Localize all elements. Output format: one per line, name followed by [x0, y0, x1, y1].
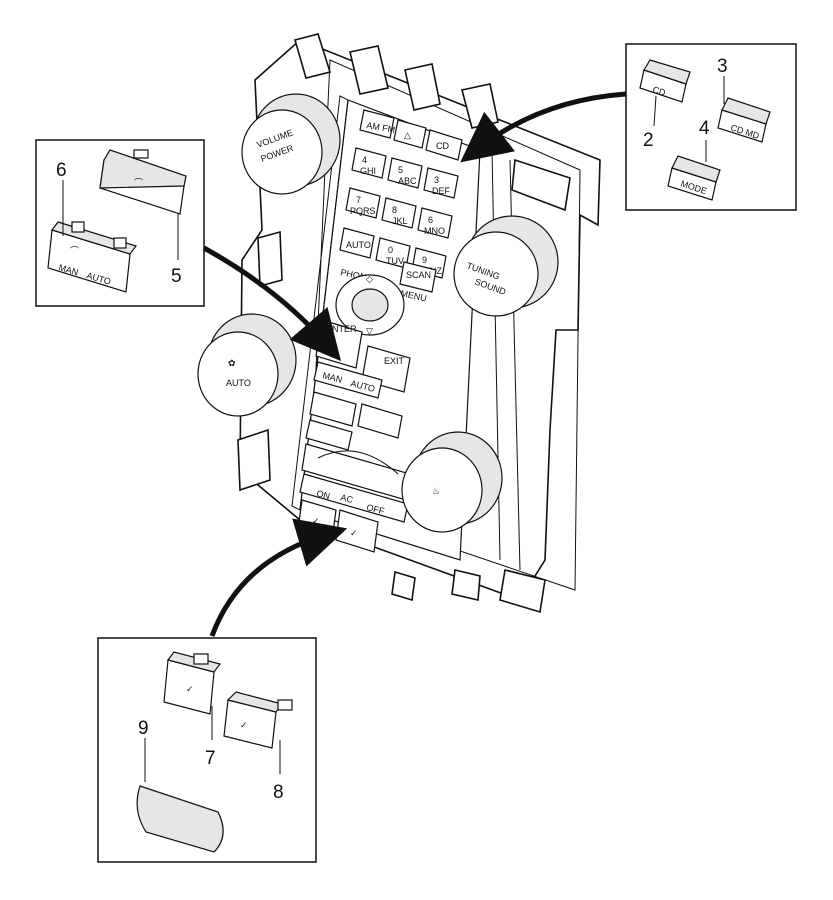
callout-8: 8: [273, 782, 284, 803]
inset-seat-heat-buttons: ✓ 7 ✓ 8 9: [97, 637, 317, 863]
callout-4: 4: [699, 118, 710, 139]
svg-text:6: 6: [428, 215, 433, 225]
inset-climate-buttons: ⌒ 5 ⌒ MAN AUTO 6: [35, 139, 205, 307]
enter-label: ENTER: [326, 324, 357, 334]
svg-text:✓: ✓: [186, 684, 194, 694]
off-label: OFF: [366, 502, 386, 516]
scan-label: SCAN: [406, 270, 431, 280]
keypad: AM FM △ CD 4 GHI 5 ABC 3 DEF 7 PQRS 8 JK…: [339, 109, 463, 303]
svg-text:7: 7: [356, 195, 361, 205]
control-panel-assembly: AM FM △ CD 4 GHI 5 ABC 3 DEF 7 PQRS 8 JK…: [197, 33, 601, 614]
auto-knob-label: AUTO: [226, 378, 251, 388]
tuning-knob: TUNING SOUND: [453, 215, 559, 317]
svg-text:△: △: [404, 130, 411, 140]
svg-text:4: 4: [362, 155, 367, 165]
svg-text:8: 8: [392, 205, 397, 215]
inset-media-buttons: CD 2 CD MD 3 MODE 4: [625, 43, 797, 211]
svg-text:GHI: GHI: [360, 166, 376, 176]
exit-label: EXIT: [384, 356, 405, 366]
arrow-to-seat-buttons: [209, 518, 348, 637]
svg-text:✿: ✿: [228, 358, 236, 368]
callout-6: 6: [56, 160, 67, 181]
cd-key-label: CD: [436, 141, 449, 151]
callout-5: 5: [171, 266, 182, 287]
svg-text:⌒: ⌒: [70, 246, 79, 256]
volume-knob: VOLUME POWER: [241, 93, 341, 195]
svg-text:▽: ▽: [366, 326, 373, 336]
svg-text:PQRS: PQRS: [350, 206, 376, 216]
svg-text:5: 5: [398, 165, 403, 175]
leader-arrows: [202, 91, 627, 637]
man-label: MAN: [322, 370, 344, 385]
ac-label: AC: [340, 492, 355, 505]
svg-text:♨: ♨: [432, 486, 440, 496]
svg-text:TUV: TUV: [386, 256, 404, 266]
svg-text:3: 3: [434, 175, 439, 185]
svg-text:0: 0: [388, 245, 393, 255]
svg-text:◇: ◇: [366, 274, 373, 284]
arrow-to-cd-button: [460, 91, 627, 163]
svg-text:JKL: JKL: [392, 216, 408, 226]
svg-text:✓: ✓: [312, 516, 320, 526]
svg-text:✓: ✓: [240, 720, 248, 730]
svg-text:ABC: ABC: [398, 176, 417, 186]
svg-text:MNO: MNO: [424, 226, 445, 236]
climate-right-knob: ♨: [401, 431, 503, 533]
arrow-to-climate-button: [202, 245, 342, 362]
auto-key-label: AUTO: [346, 240, 371, 250]
svg-text:DEF: DEF: [432, 186, 451, 196]
callout-7: 7: [205, 748, 216, 769]
svg-text:✓: ✓: [350, 528, 358, 538]
am-fm-label: AM FM: [366, 120, 396, 135]
navigation-joystick: ◇ ▽: [335, 274, 405, 336]
callout-9: 9: [138, 718, 149, 739]
callout-2: 2: [643, 130, 654, 151]
svg-text:⌒: ⌒: [134, 178, 143, 188]
callout-3: 3: [717, 56, 728, 77]
on-label: ON: [316, 488, 332, 501]
climate-left-knob: ✿ AUTO: [197, 313, 297, 417]
svg-text:9: 9: [422, 255, 427, 265]
cd-part-label: CD: [651, 84, 667, 98]
